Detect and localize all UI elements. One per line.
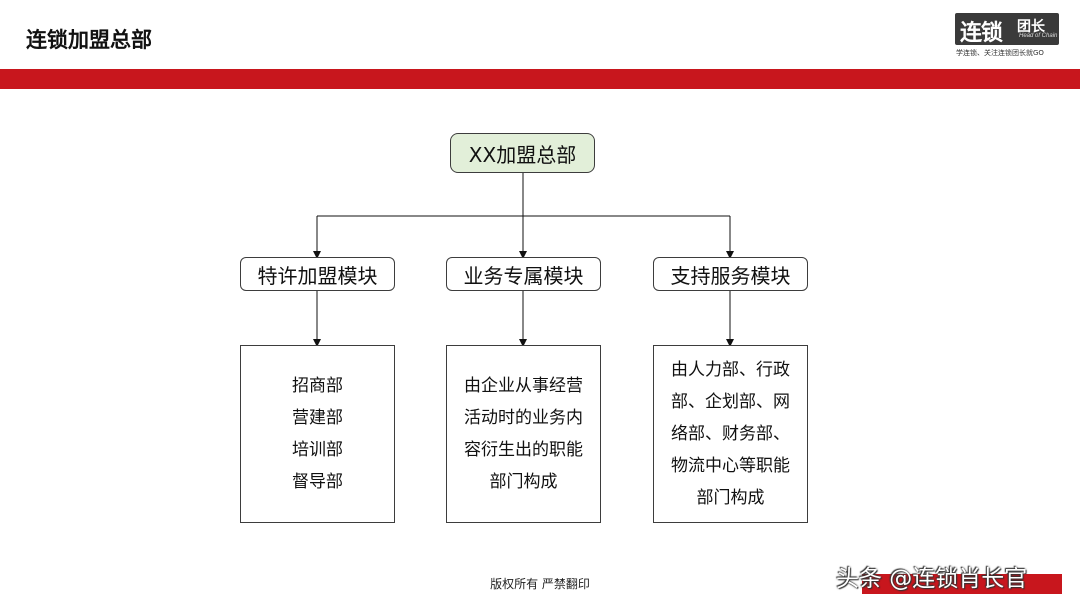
footer-band <box>862 574 1062 594</box>
detail-description: 由人力部、行政部、企划部、网络部、财务部、物流中心等职能部门构成 <box>671 360 790 508</box>
logo-badge: 连锁 团长 Head of Chain <box>955 13 1059 46</box>
detail-box-support: 由人力部、行政部、企划部、网络部、财务部、物流中心等职能部门构成 <box>653 345 808 523</box>
detail-item: 督导部 <box>292 472 343 492</box>
detail-box-franchise: 招商部 营建部 培训部 督导部 <box>240 345 395 523</box>
detail-box-business: 由企业从事经营活动时的业务内容衍生出的职能部门构成 <box>446 345 601 523</box>
detail-item: 招商部 <box>292 376 343 396</box>
slide-title: 连锁加盟总部 <box>26 28 152 52</box>
logo-sub-text: Head of Chain <box>1019 33 1058 39</box>
module-node-franchise: 特许加盟模块 <box>240 257 395 291</box>
logo-main-text: 连锁 <box>960 21 1003 46</box>
logo-slogan: 学连锁、关注连锁团长就GO <box>956 49 1044 57</box>
logo-side-text: 团长 <box>1017 19 1045 35</box>
module-node-support: 支持服务模块 <box>653 257 808 291</box>
root-node: XX加盟总部 <box>450 133 595 173</box>
brand-logo: 连锁 团长 Head of Chain 学连锁、关注连锁团长就GO <box>955 13 1063 61</box>
copyright-notice: 版权所有 严禁翻印 <box>490 577 590 591</box>
header-band <box>0 69 1080 89</box>
detail-item: 营建部 <box>292 408 343 428</box>
detail-item: 培训部 <box>292 440 343 460</box>
watermark-text: 头条 @连锁肖长官 <box>836 566 1028 592</box>
detail-description: 由企业从事经营活动时的业务内容衍生出的职能部门构成 <box>464 376 583 492</box>
module-node-business: 业务专属模块 <box>446 257 601 291</box>
